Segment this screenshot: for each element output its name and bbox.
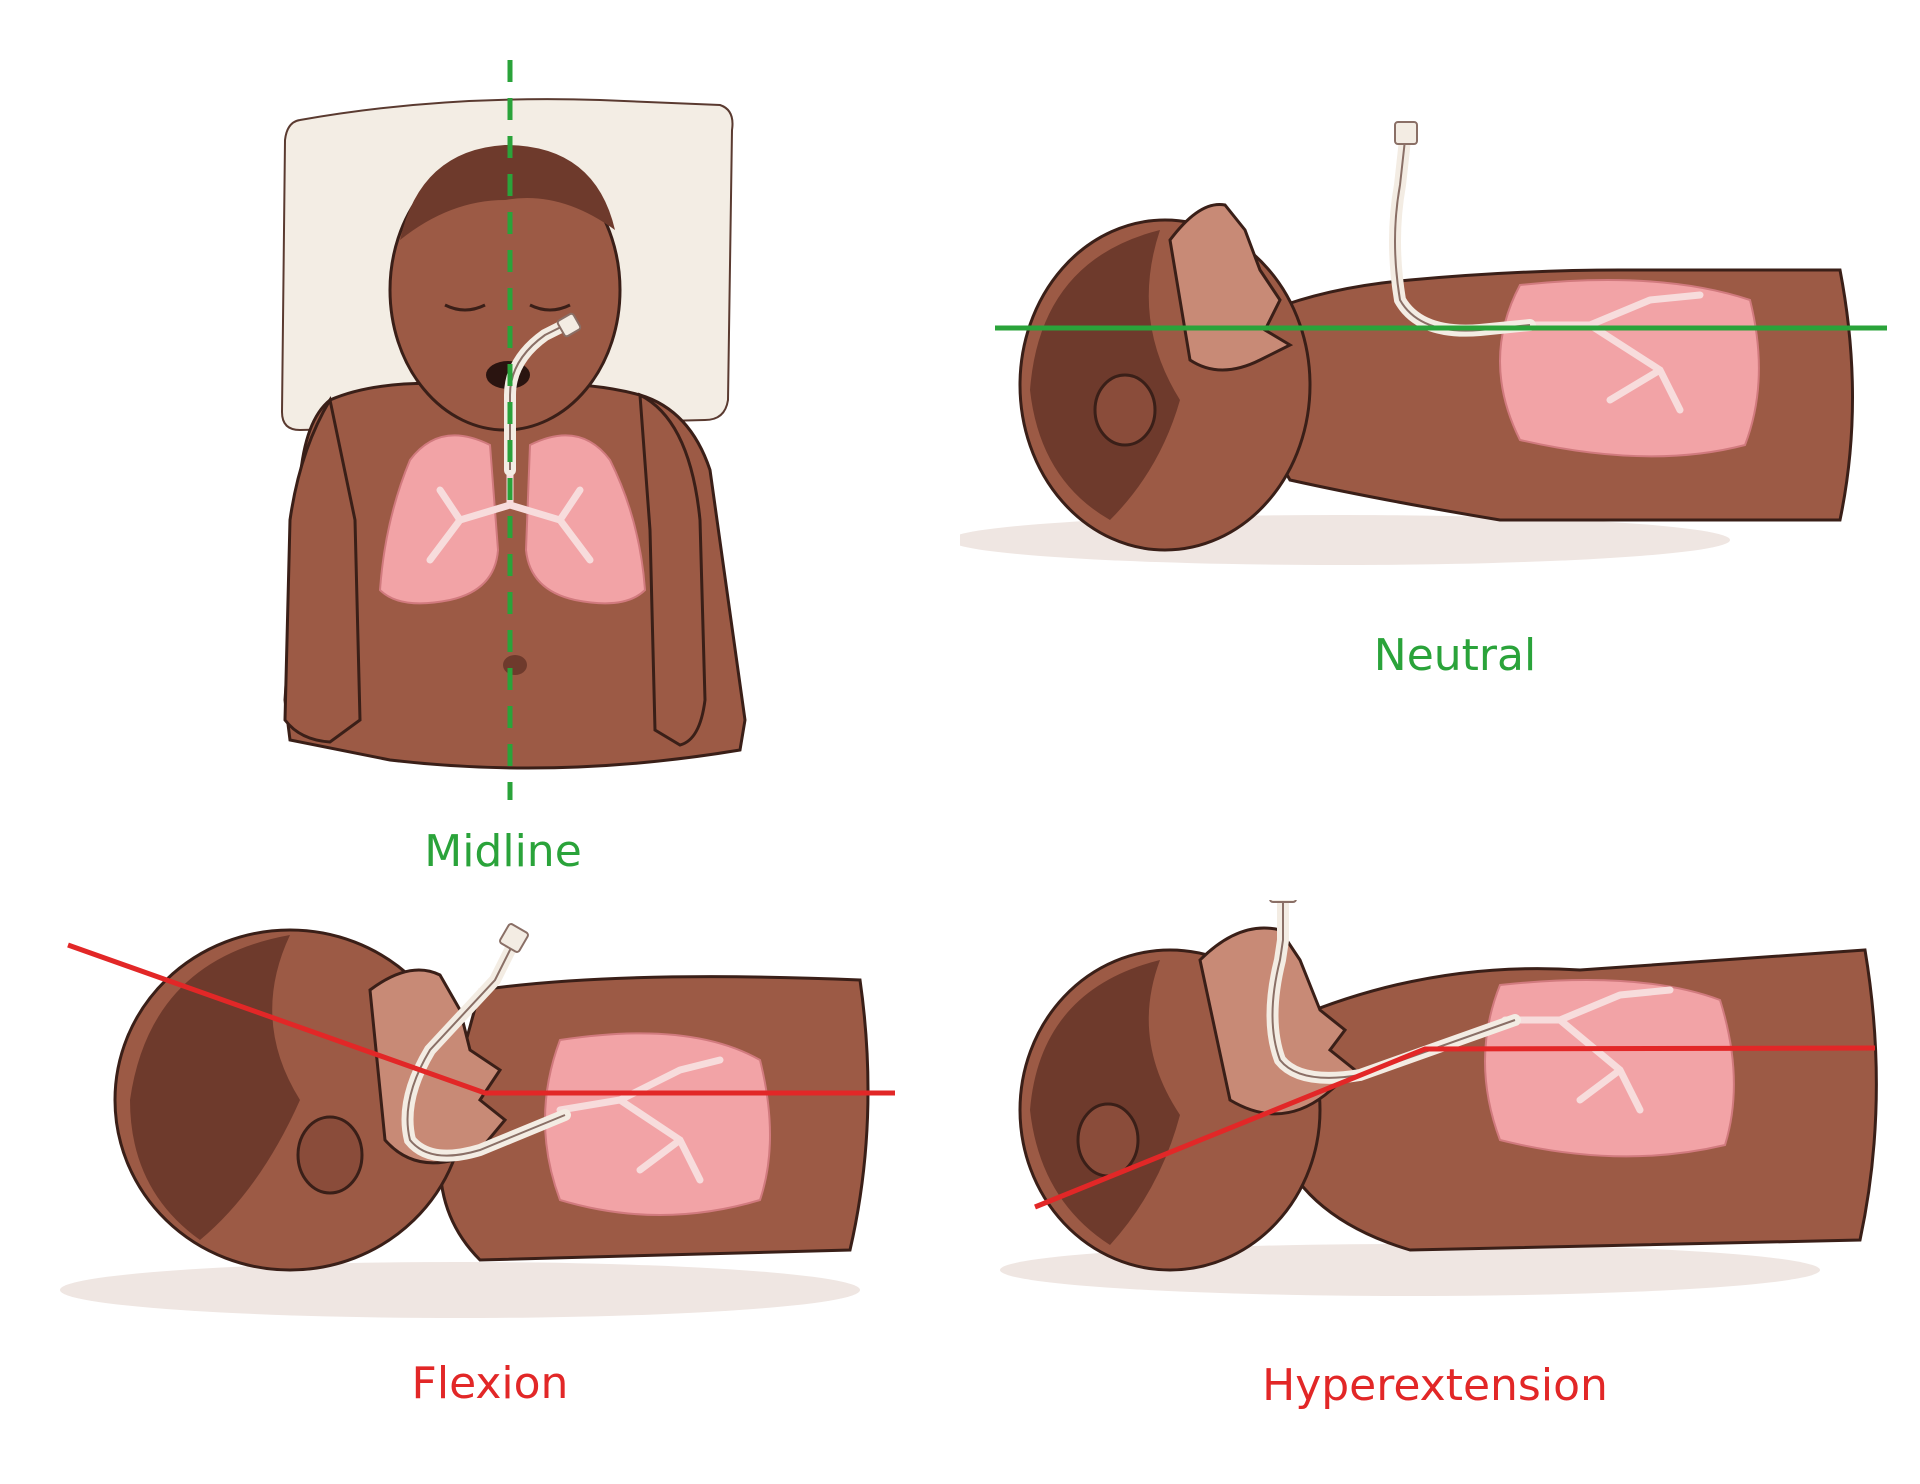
neutral-label: Neutral — [1373, 630, 1537, 681]
ear — [296, 1115, 364, 1195]
bronchial-tree — [556, 1056, 724, 1184]
face-profile — [1168, 202, 1294, 372]
ear — [1093, 373, 1157, 447]
closed-eye-left — [444, 303, 486, 312]
flexion-label: Flexion — [411, 1358, 569, 1409]
left-lung — [378, 434, 500, 605]
tube-connector — [499, 923, 529, 953]
tube-connector — [556, 312, 582, 338]
lung — [1484, 979, 1735, 1158]
neutral-panel: Neutral — [960, 0, 1920, 900]
flexion-guide-line — [67, 942, 895, 1096]
hair — [1030, 230, 1180, 520]
midline-illustration — [280, 60, 747, 800]
bronchial-tree — [1521, 291, 1704, 414]
navel — [503, 655, 527, 675]
bronchial-tree — [1501, 986, 1674, 1114]
hyperextension-illustration — [1000, 900, 1878, 1296]
flexion-panel: Flexion — [0, 900, 960, 1484]
right-arm — [638, 392, 707, 747]
flexion-illustration — [60, 923, 895, 1318]
left-arm — [283, 395, 362, 744]
hyperextension-guide-line — [1034, 1045, 1876, 1210]
midline-panel: Midline — [0, 0, 960, 900]
hyperextension-label: Hyperextension — [1262, 1360, 1608, 1411]
hair — [1030, 960, 1180, 1245]
tube-connector — [1269, 900, 1297, 903]
midline-label: Midline — [424, 826, 582, 877]
shadow — [60, 1262, 860, 1318]
shadow — [960, 515, 1730, 565]
ear — [1076, 1102, 1140, 1178]
neutral-illustration — [960, 121, 1887, 565]
closed-eye-right — [529, 303, 571, 312]
tube-connector — [1394, 121, 1418, 145]
hyperextension-panel: Hyperextension — [960, 900, 1920, 1484]
right-lung — [524, 434, 647, 605]
